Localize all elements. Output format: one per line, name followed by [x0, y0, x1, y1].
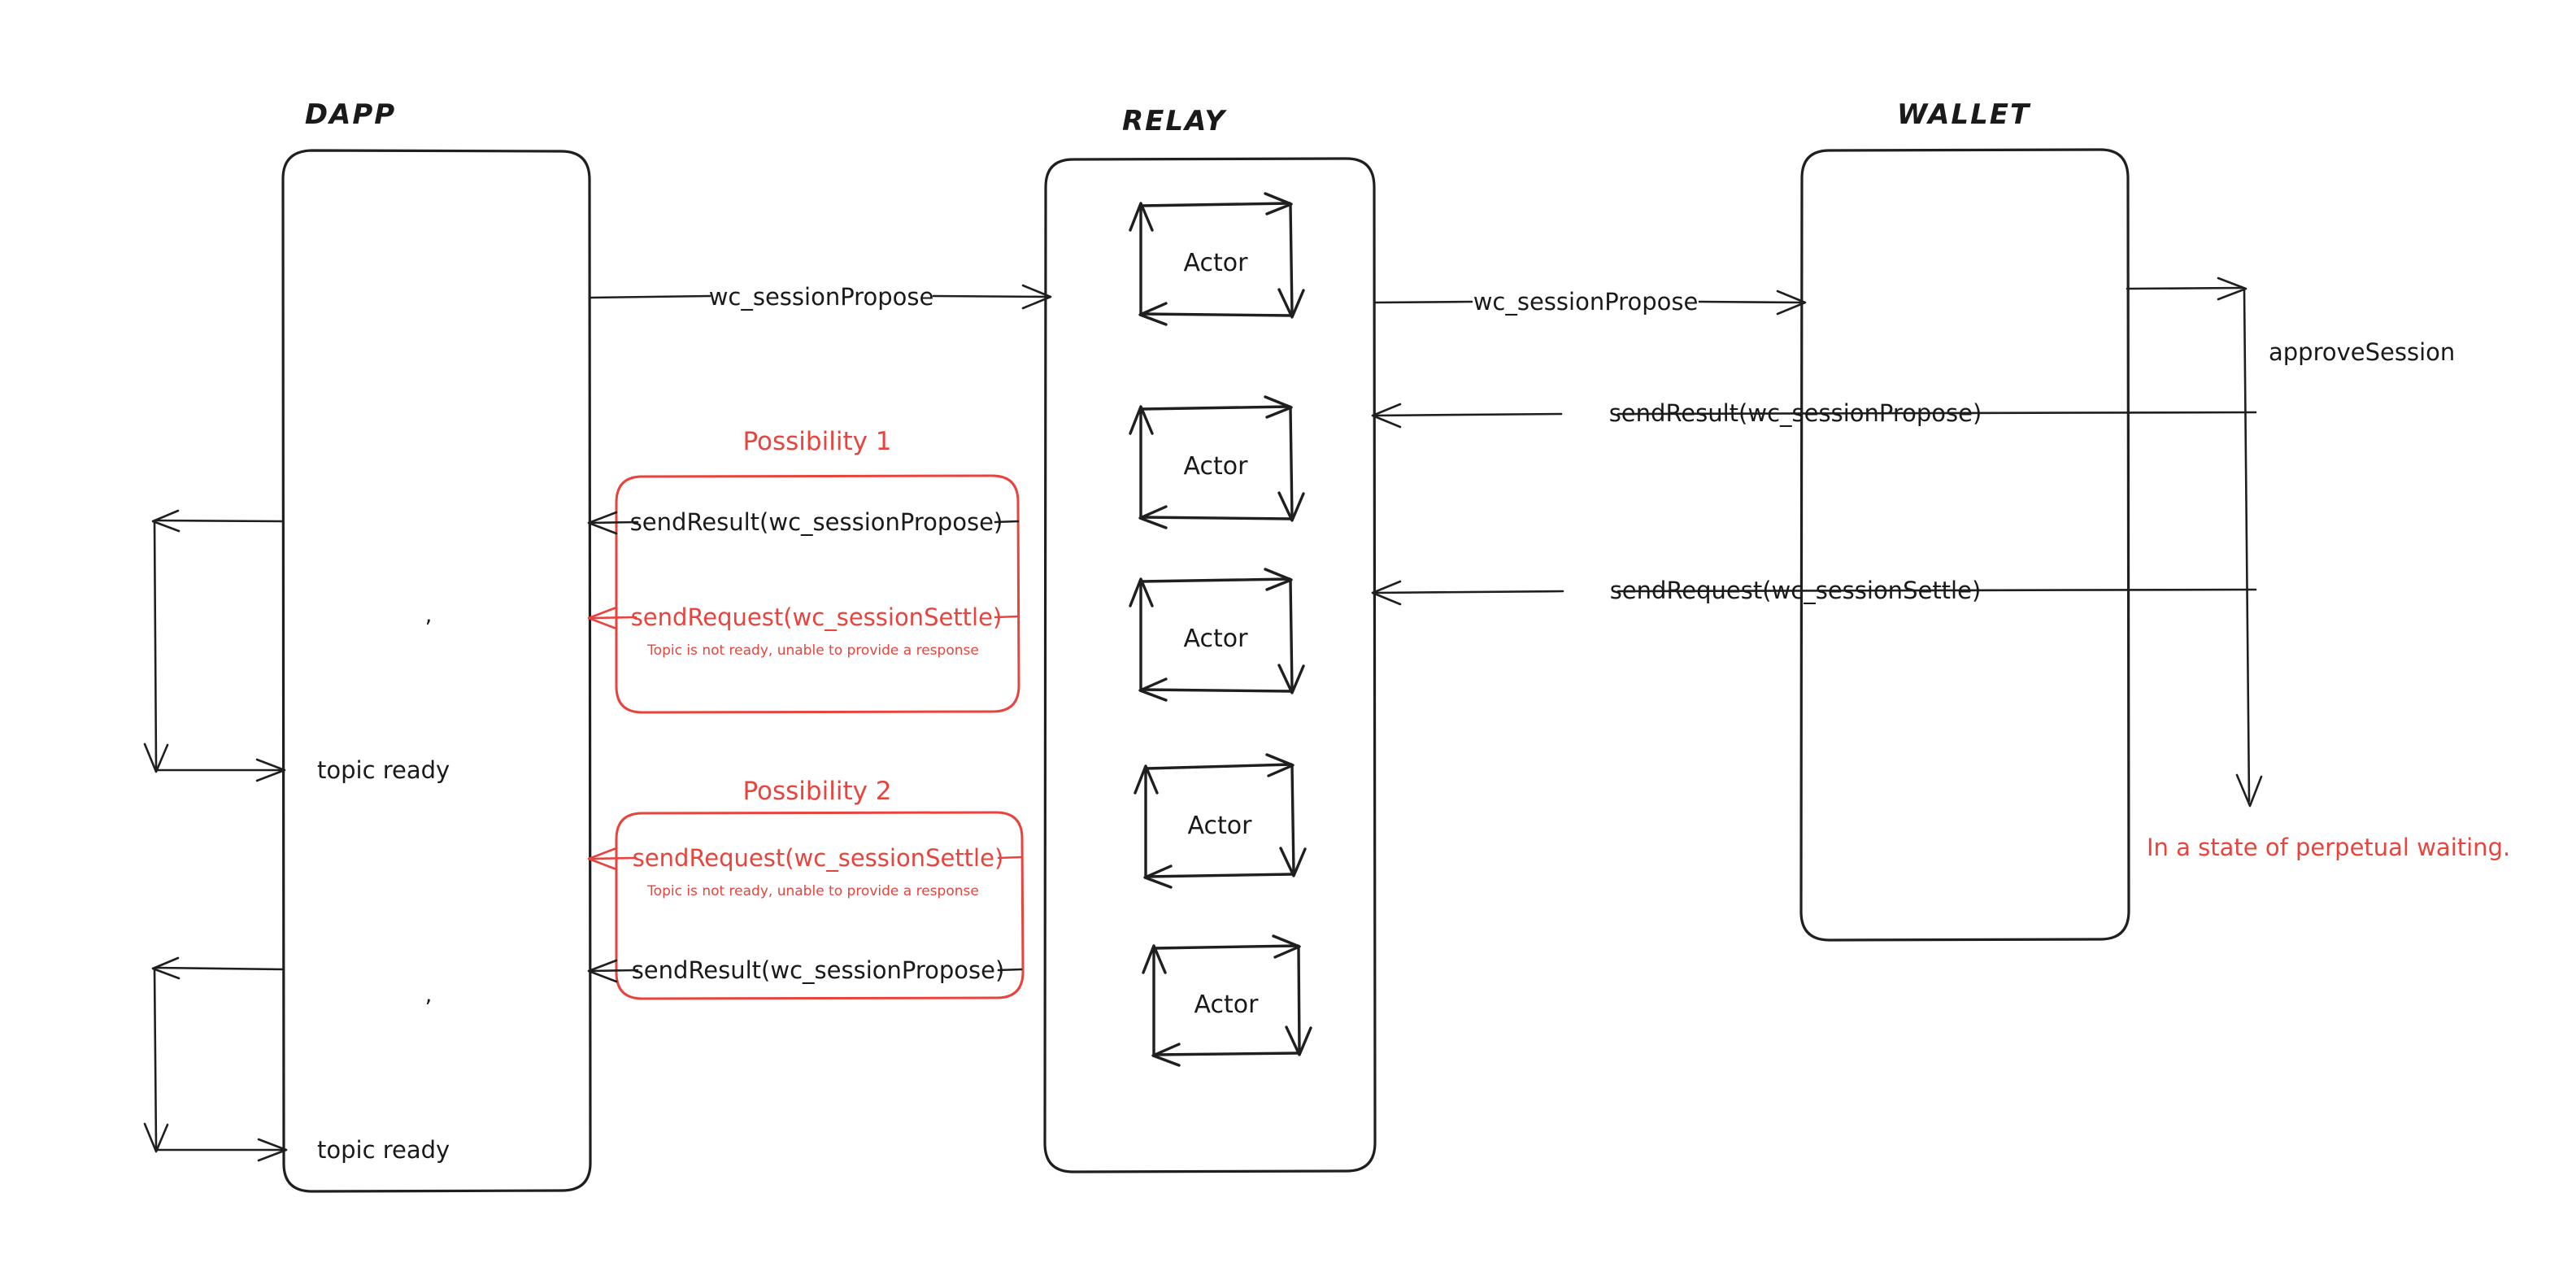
relay-actor-label: Actor [1184, 452, 1249, 481]
lane-title-relay: RELAY [1122, 105, 1227, 137]
message-label: wc_sessionPropose [1473, 288, 1699, 316]
relay-actor-2: Actor [1129, 395, 1305, 529]
self-loop-label: approveSession [2269, 338, 2455, 366]
possibility-title: Possibility 2 [742, 777, 891, 806]
self-loop-label: topic ready [317, 1136, 450, 1164]
self-loop-dapp-2: topic ready [143, 956, 450, 1164]
possibility-row-label: sendResult(wc_sessionPropose) [630, 508, 1003, 536]
relay-actor-1: Actor [1129, 192, 1305, 326]
possibility-error-note: Topic is not ready, unable to provide a … [646, 883, 979, 899]
possibility-row-label: sendResult(wc_sessionPropose) [632, 956, 1005, 984]
tick-mark-1: , [425, 603, 433, 628]
message-wc-sessionPropose-dapp-relay: wc_sessionPropose [589, 283, 1052, 311]
relay-actor-label: Actor [1184, 249, 1249, 277]
message-label: sendRequest(wc_sessionSettle) [1610, 577, 1982, 604]
relay-actor-4: Actor [1134, 753, 1307, 889]
lane-box-relay [1043, 157, 1377, 1173]
relay-actor-label: Actor [1188, 812, 1253, 840]
lane-title-dapp: DAPP [305, 98, 396, 131]
lane-title-wallet: WALLET [1897, 98, 2031, 131]
annotation-perpetual-waiting: In a state of perpetual waiting. [2147, 834, 2510, 861]
relay-actor-label: Actor [1184, 625, 1249, 653]
self-loop-label: topic ready [317, 756, 450, 784]
possibility-row-label: sendRequest(wc_sessionSettle) [633, 844, 1004, 872]
lane-box-wallet [1799, 148, 2130, 942]
message-label: wc_sessionPropose [709, 283, 934, 311]
possibility-title: Possibility 1 [742, 427, 891, 456]
possibility-group-2: Possibility 2 sendRequest(wc_sessionSett… [587, 777, 1025, 1000]
message-wc-sessionPropose-relay-wallet: wc_sessionPropose [1374, 288, 1807, 316]
self-loop-dapp-1: topic ready [143, 509, 450, 784]
lane-box-dapp [281, 149, 592, 1193]
tick-mark-2: , [425, 982, 433, 1008]
possibility-row-label: sendRequest(wc_sessionSettle) [631, 603, 1003, 631]
self-loop-wallet-approve-session: approveSession [2126, 276, 2455, 808]
possibility-group-1: Possibility 1 sendResult(wc_sessionPropo… [587, 427, 1020, 714]
relay-actor-label: Actor [1194, 991, 1260, 1019]
message-sendResult-wallet-relay: sendResult(wc_sessionPropose) [1371, 399, 2257, 429]
relay-actor-5: Actor [1142, 934, 1312, 1067]
relay-actor-3: Actor [1129, 568, 1305, 702]
message-label: sendResult(wc_sessionPropose) [1609, 399, 1982, 427]
message-sendRequest-wallet-relay: sendRequest(wc_sessionSettle) [1371, 577, 2257, 606]
possibility-error-note: Topic is not ready, unable to provide a … [646, 642, 979, 659]
